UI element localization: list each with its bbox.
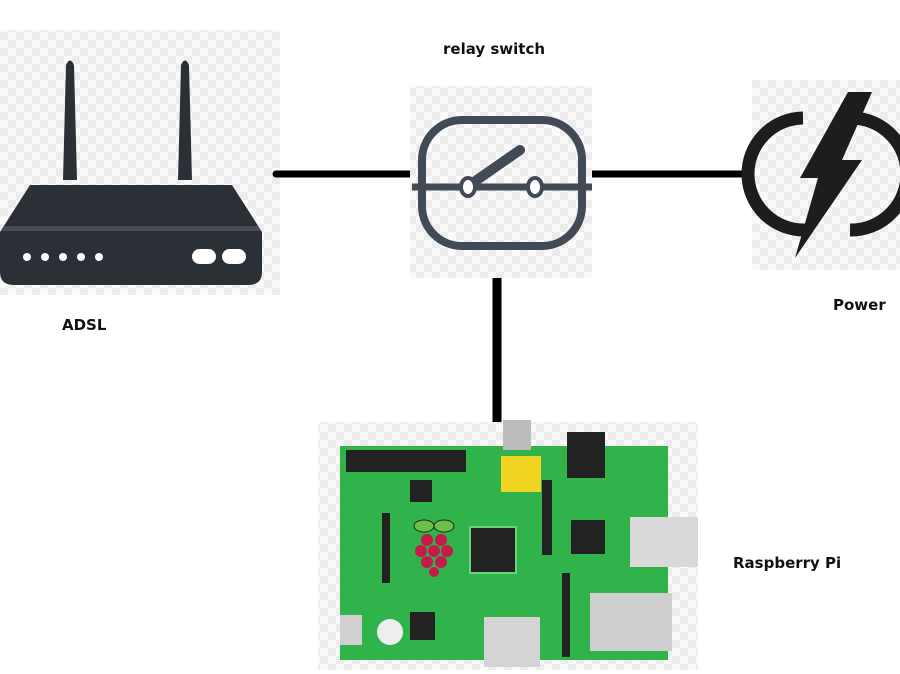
power-icon bbox=[741, 80, 900, 270]
relay-switch-label: relay switch bbox=[443, 40, 546, 58]
router-icon bbox=[0, 30, 280, 295]
raspberry-pi-label: Raspberry Pi bbox=[733, 554, 842, 572]
power-label: Power bbox=[833, 296, 886, 314]
raspberry-logo-icon bbox=[413, 519, 455, 577]
relay-switch-icon bbox=[410, 86, 592, 278]
raspberry-pi-board-icon bbox=[318, 420, 698, 670]
adsl-label: ADSL bbox=[62, 316, 107, 334]
